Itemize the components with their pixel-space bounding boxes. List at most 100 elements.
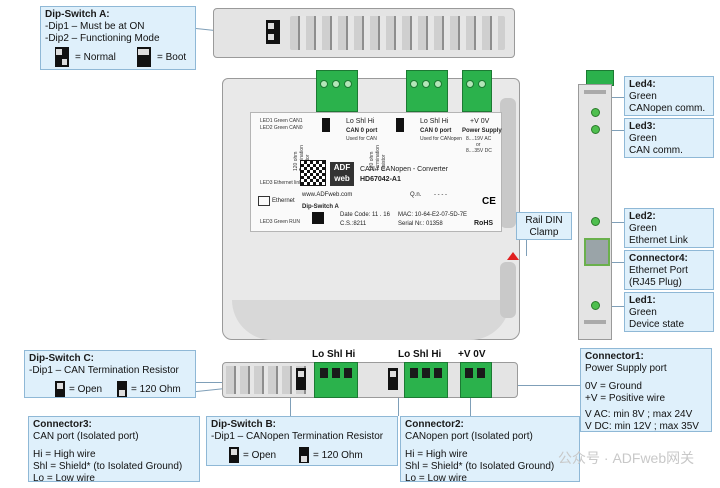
callout-line: (RJ45 Plug)	[629, 277, 682, 288]
callout-line: Shl = Shield* (to Isolated Ground)	[405, 461, 555, 472]
adfweb-logo: ADF web	[330, 162, 354, 186]
dip-switch-b-callout: Dip-Switch B: -Dip1 – CANopen Terminatio…	[206, 416, 398, 466]
can1-pins: Lo Shl Hi	[420, 118, 449, 125]
top-connector-power	[462, 70, 492, 112]
dip-switch-c[interactable]	[296, 368, 306, 390]
callout-line: CAN port (Isolated port)	[33, 431, 139, 442]
callout-line: Ethernet Link	[629, 235, 688, 246]
qn-label: Q.n.	[410, 192, 422, 198]
ethernet-icon	[258, 196, 270, 206]
led1-text: LED1 Green CAN1	[260, 118, 303, 124]
device-body-bottom	[232, 300, 510, 340]
callout-line: -Dip2 – Functioning Mode	[45, 33, 160, 44]
led4-indicator	[591, 108, 600, 117]
product-code: HD67042-A1	[360, 176, 401, 183]
callout-title: Connector2:	[405, 419, 464, 430]
callout-line: Hi = High wire	[33, 449, 96, 460]
top-view-vents	[290, 16, 505, 50]
side-slot	[584, 90, 606, 94]
leader-line	[480, 385, 580, 386]
callout-title: Led1:	[629, 295, 656, 306]
din-rail-slot	[500, 262, 516, 318]
pin	[320, 368, 328, 378]
callout-line: Green	[629, 307, 657, 318]
dip-ohm-icon	[299, 447, 309, 463]
logo-adf: ADF	[333, 163, 351, 172]
dip-switch-a[interactable]	[266, 20, 280, 44]
callout-line: V AC: min 8V ; max 24V	[585, 409, 693, 420]
led1-indicator	[591, 301, 600, 310]
dip-switch-c-callout: Dip-Switch C: -Dip1 – CAN Termination Re…	[24, 350, 196, 398]
dip-normal-icon	[55, 47, 69, 67]
callout-line: Device state	[629, 319, 685, 330]
led1-callout: Led1: Green Device state	[624, 292, 714, 332]
can0-port: CAN 0 port	[346, 128, 378, 134]
mac-text: MAC: 10-64-E2-07-5D-7E	[398, 212, 468, 218]
callout-line: CAN comm.	[629, 145, 683, 156]
dipa-text: Dip-Switch A	[302, 204, 339, 210]
leader-line	[290, 398, 291, 416]
qn-value: - - - -	[434, 192, 447, 198]
rail-din-callout: Rail DIN Clamp	[516, 212, 572, 240]
pin	[332, 368, 340, 378]
pwr-v2: 8....35V DC	[466, 148, 492, 154]
dip-boot-icon	[137, 47, 151, 67]
pin	[410, 368, 418, 378]
connector2-callout: Connector2: CANopen port (Isolated port)…	[400, 416, 580, 484]
leader-line	[398, 392, 399, 416]
callout-title: Dip-Switch C:	[29, 353, 94, 364]
callout-title: Led2:	[629, 211, 656, 222]
connector4-callout: Connector4: Ethernet Port (RJ45 Plug)	[624, 250, 714, 290]
pin	[344, 368, 352, 378]
pwr-title: Power Supply	[462, 128, 502, 134]
callout-line: -Dip1 – Must be at ON	[45, 21, 145, 32]
front-label	[250, 112, 502, 232]
screw	[466, 80, 474, 88]
dip-icon	[396, 118, 404, 132]
pwr-v1: 8....19V AC	[466, 136, 492, 142]
screw	[320, 80, 328, 88]
logo-web: web	[334, 174, 350, 183]
product-name: CAN / CANopen - Converter	[360, 166, 448, 173]
screw	[332, 80, 340, 88]
serial-text: Serial Nr.: 01358	[398, 221, 443, 227]
cs-text: C.S.:8211	[340, 221, 367, 227]
dip-ohm-icon	[117, 381, 127, 397]
dip-switch-b[interactable]	[388, 368, 398, 390]
leader-line	[470, 392, 471, 416]
can0-used: Used for CAN	[346, 136, 377, 142]
callout-line: Hi = High wire	[405, 449, 468, 460]
power-pins-label: +V 0V	[458, 349, 486, 360]
can-pins-label: Lo Shl Hi	[312, 349, 356, 360]
top-connector-canopen	[406, 70, 448, 112]
callout-title: Led4:	[629, 79, 656, 90]
pwr-pins: +V 0V	[470, 118, 490, 125]
led2-text: LED2 Green CAN0	[260, 125, 303, 131]
led3-text: LED3 Ethernet link	[260, 180, 302, 186]
led4-text: LED3 Green RUN	[260, 219, 301, 225]
dip-icon	[312, 212, 324, 224]
term2-text: 120 ohm Termination resistor	[369, 145, 387, 171]
open-label: = Open	[243, 450, 277, 461]
callout-title: Connector4:	[629, 253, 688, 264]
ethernet-text: Ethernet	[272, 198, 295, 204]
callout-line: Green	[629, 133, 657, 144]
leader-line	[600, 222, 624, 223]
ethernet-port	[584, 238, 610, 266]
normal-label: = Normal	[75, 52, 116, 63]
connector3-callout: Connector3: CAN port (Isolated port) Hi …	[28, 416, 200, 484]
callout-line: Rail DIN	[525, 215, 563, 226]
led4-callout: Led4: Green CANopen comm.	[624, 76, 714, 116]
rail-clamp-marker	[507, 252, 519, 260]
canopen-pins-label: Lo Shl Hi	[398, 349, 442, 360]
callout-line: -Dip1 – CAN Termination Resistor	[29, 365, 179, 376]
callout-line: Green	[629, 91, 657, 102]
callout-line: 0V = Ground	[585, 381, 642, 392]
din-rail-slot	[500, 98, 516, 228]
callout-title: Led3:	[629, 121, 656, 132]
pin	[477, 368, 485, 378]
pwr-or: or	[476, 142, 481, 148]
led2-indicator	[591, 217, 600, 226]
callout-line: Shl = Shield* (to Isolated Ground)	[33, 461, 183, 472]
dip-open-icon	[55, 381, 65, 397]
